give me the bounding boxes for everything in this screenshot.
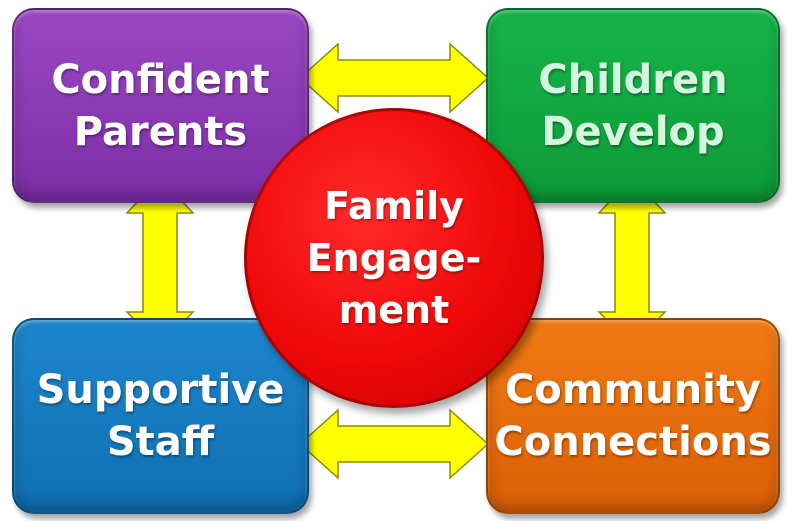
- confident-parents-label: Confident Parents: [51, 56, 270, 155]
- confident-parents-box: Confident Parents: [12, 8, 309, 203]
- arrow-top: [298, 42, 490, 114]
- community-connections-label: Community Connections: [494, 367, 772, 465]
- family-engagement-circle: Family Engage- ment: [244, 108, 544, 408]
- supportive-staff-box: Supportive Staff: [12, 318, 309, 514]
- children-develop-label: Children Develop: [538, 56, 728, 155]
- family-engagement-label: Family Engage- ment: [306, 184, 482, 332]
- community-connections-box: Community Connections: [486, 318, 780, 514]
- arrow-bottom: [298, 408, 490, 480]
- supportive-staff-label: Supportive Staff: [36, 367, 285, 465]
- children-develop-box: Children Develop: [486, 8, 780, 203]
